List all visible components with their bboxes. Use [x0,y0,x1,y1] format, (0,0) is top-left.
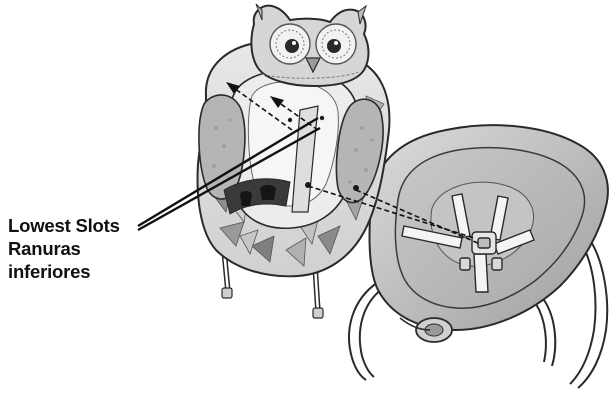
owl-head-pillow [251,4,368,86]
callout-line-spanish-2: inferiores [8,260,120,283]
callout-line-spanish-1: Ranuras [8,237,120,260]
callout-line-english: Lowest Slots [8,214,120,237]
lowest-slots-callout: Lowest Slots Ranuras inferiores [8,214,120,283]
